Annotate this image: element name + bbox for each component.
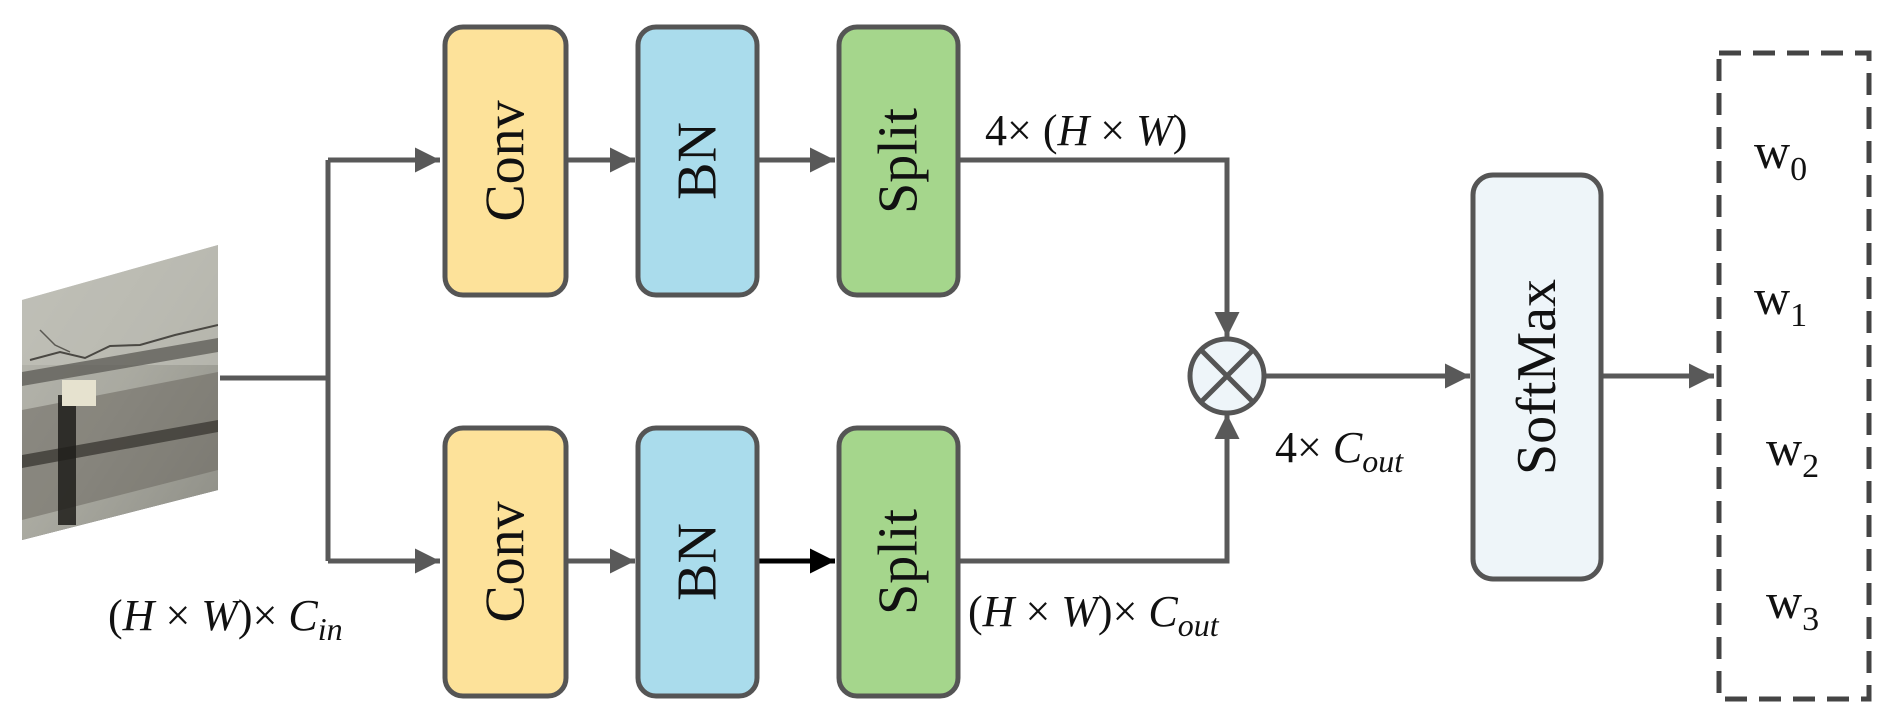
weights-box (1716, 50, 1872, 702)
bottom-split-dim-label: (H × W)× Cout (968, 587, 1220, 643)
bn-block-bottom: BN (635, 425, 760, 699)
input-image (22, 245, 218, 540)
softmax-block: SoftMax (1470, 172, 1604, 582)
conv-label-top: Conv (475, 100, 537, 221)
weight-w2: w2 (1766, 420, 1819, 485)
input-dim-label: (H × W)× Cin (108, 591, 343, 647)
connections (220, 147, 1714, 574)
conv-block-top: Conv (442, 24, 569, 298)
split-block-top: Split (836, 24, 961, 298)
concat-dim-label: 4× Cout (1275, 423, 1404, 479)
bn-block-top: BN (635, 24, 760, 298)
bn-label-top: BN (667, 122, 729, 200)
split-block-bottom: Split (836, 425, 961, 699)
split-label-top: Split (868, 108, 930, 214)
softmax-label: SoftMax (1506, 279, 1568, 475)
circle-times-icon (1187, 336, 1267, 416)
top-split-dim-label: 4× (H × W) (985, 106, 1187, 155)
arrow-split-bottom-to-multiply (958, 414, 1240, 564)
bn-label-bottom: BN (667, 523, 729, 601)
conv-label-bottom: Conv (475, 501, 537, 622)
weight-w1: w1 (1754, 269, 1807, 334)
arrow-split-top-to-multiply (958, 157, 1240, 337)
conv-block-bottom: Conv (442, 425, 569, 699)
split-label-bottom: Split (868, 509, 930, 615)
weight-w3: w3 (1766, 573, 1819, 638)
weight-w0: w0 (1754, 123, 1807, 188)
